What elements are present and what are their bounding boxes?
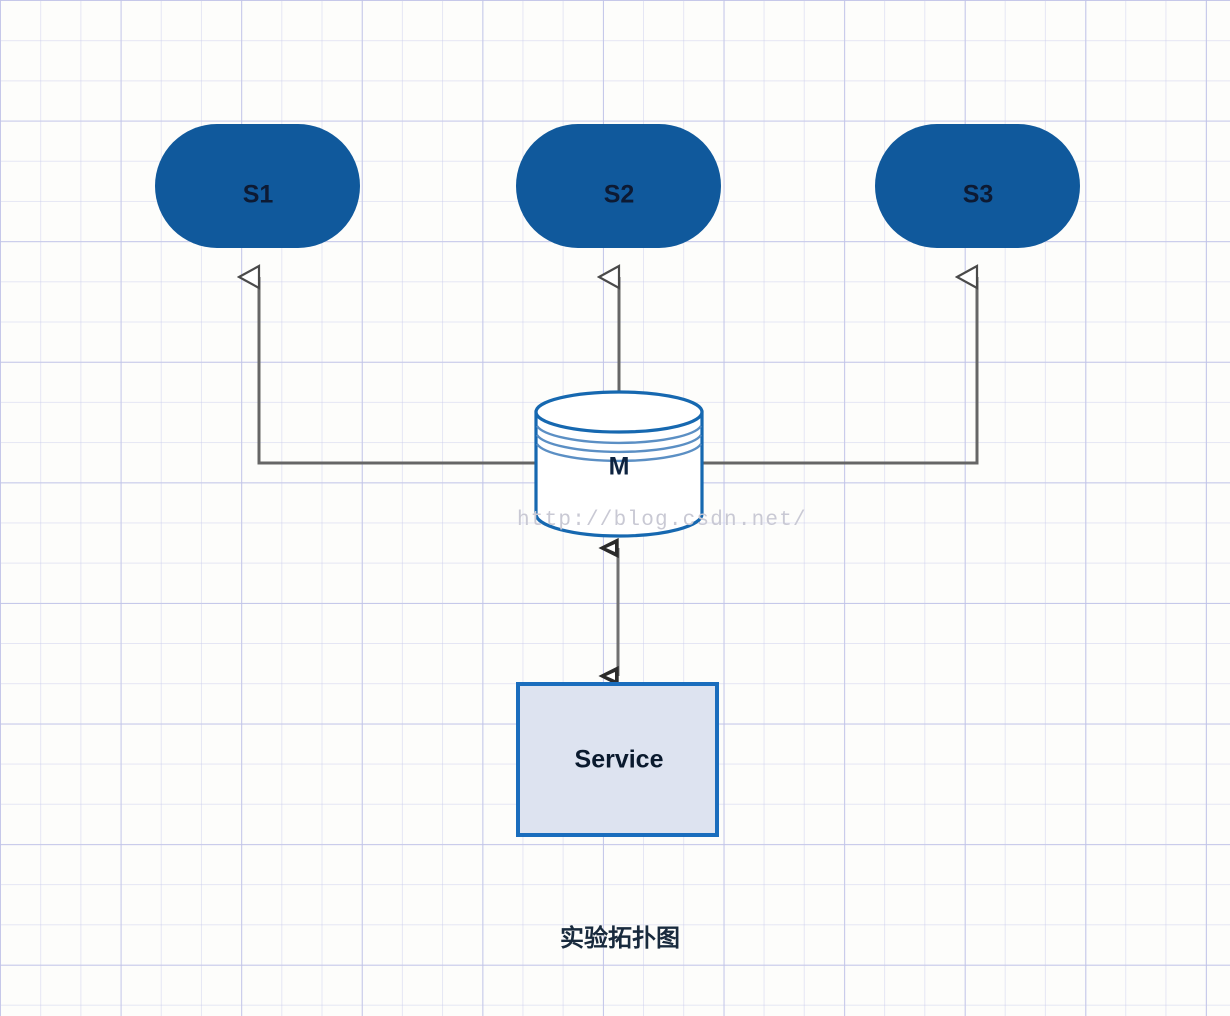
- s1-shape: [155, 124, 360, 248]
- diagram-caption: 实验拓扑图: [560, 924, 680, 952]
- service-label: Service: [575, 746, 664, 774]
- s3-shape: [875, 124, 1080, 248]
- m-disc-arc-3: [535, 443, 703, 463]
- m-disc-arc-1: [535, 425, 703, 445]
- m-cylinder-top: [534, 390, 704, 434]
- m-cylinder-body: [534, 410, 704, 538]
- watermark-text: http://blog.csdn.net/: [517, 509, 807, 532]
- node-s1[interactable]: S1: [155, 124, 360, 248]
- connector-layer: [259, 277, 979, 687]
- service-shape: [516, 682, 719, 837]
- m-label: M: [609, 453, 630, 481]
- s1-label: S1: [243, 181, 274, 209]
- s3-label: S3: [963, 181, 994, 209]
- node-s3[interactable]: S3: [875, 124, 1080, 248]
- s2-label: S2: [604, 181, 635, 209]
- s2-shape: [516, 124, 721, 248]
- edge-m-to-s1[interactable]: [259, 277, 536, 465]
- node-service[interactable]: Service: [516, 682, 719, 837]
- node-m[interactable]: M: [534, 390, 704, 538]
- edge-m-to-s3[interactable]: [702, 277, 979, 465]
- m-disc-arc-2: [535, 434, 703, 454]
- node-s2[interactable]: S2: [516, 124, 721, 248]
